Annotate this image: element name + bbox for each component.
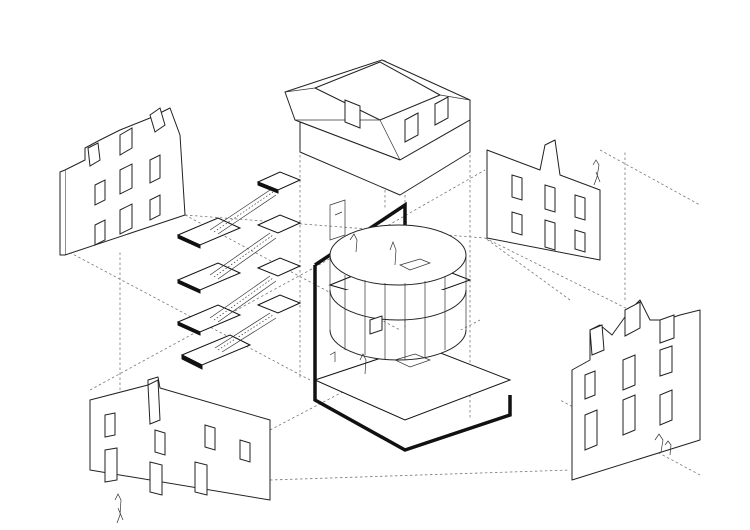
central-module bbox=[313, 199, 512, 452]
facade-top-right bbox=[486, 139, 601, 261]
staircase bbox=[176, 171, 302, 370]
facade-top-left bbox=[59, 107, 186, 256]
facade-bottom-right bbox=[571, 299, 701, 481]
roof bbox=[284, 59, 471, 196]
facade-bottom-left bbox=[89, 376, 271, 524]
